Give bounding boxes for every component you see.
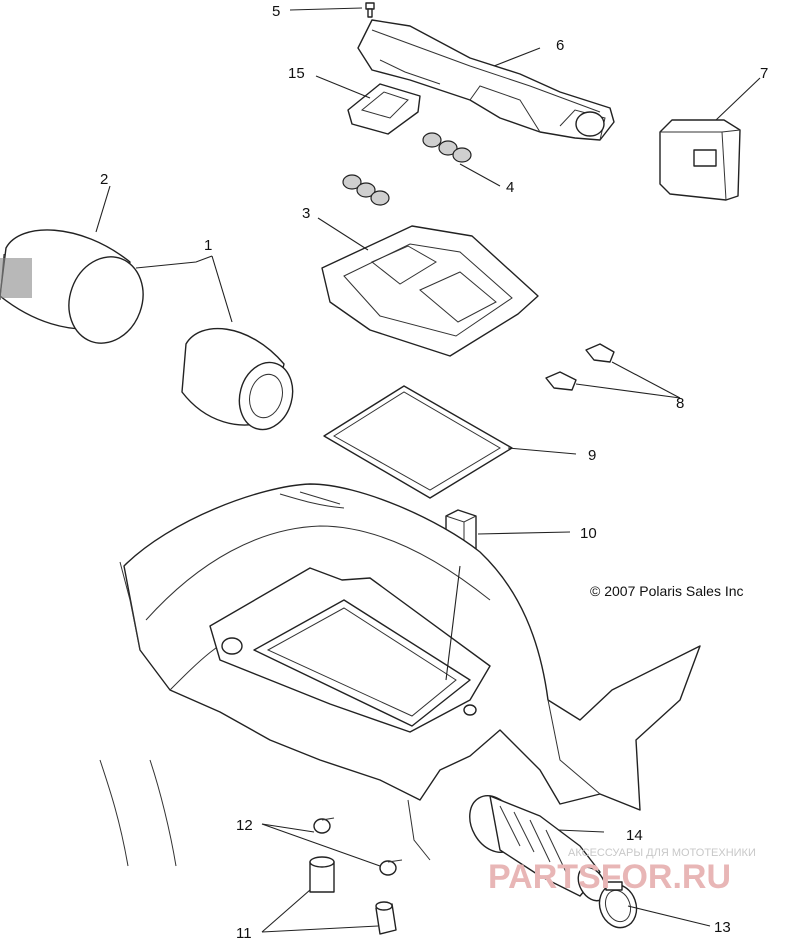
part-13-clamp bbox=[598, 881, 638, 929]
watermark-tagline: АКСЕССУАРЫ ДЛЯ МОТОТЕХНИКИ bbox=[568, 847, 756, 859]
part-12-clips bbox=[313, 817, 403, 876]
callout-3: 3 bbox=[302, 205, 310, 222]
part-4-grommets bbox=[342, 132, 472, 206]
part-14-boot bbox=[469, 795, 607, 902]
part-3-frame bbox=[321, 225, 539, 357]
part-6-intake-duct bbox=[357, 19, 615, 141]
callout-13: 13 bbox=[714, 919, 731, 936]
leader-lines bbox=[95, 7, 761, 933]
callout-4: 4 bbox=[506, 179, 514, 196]
part-15-plate bbox=[347, 83, 421, 135]
part-8-clips bbox=[545, 343, 615, 391]
part-2-outer-filter bbox=[0, 229, 144, 344]
watermark: АКСЕССУАРЫ ДЛЯ МОТОТЕХНИКИ PARTSFOR.RU bbox=[488, 847, 756, 896]
callout-8: 8 bbox=[676, 395, 684, 412]
callout-labels: 5 6 15 7 4 2 3 1 8 9 10 12 14 11 13 bbox=[100, 3, 768, 940]
callout-1: 1 bbox=[204, 237, 212, 254]
part-7-box bbox=[659, 119, 741, 201]
copyright-text: © 2007 Polaris Sales Inc bbox=[590, 583, 744, 599]
part-9-gasket bbox=[323, 385, 513, 499]
callout-7: 7 bbox=[760, 65, 768, 82]
callout-5: 5 bbox=[272, 3, 280, 20]
part-5-screw bbox=[365, 2, 375, 18]
callout-14: 14 bbox=[626, 827, 643, 844]
callout-15: 15 bbox=[288, 65, 305, 82]
housing-body bbox=[99, 483, 701, 867]
callout-2: 2 bbox=[100, 171, 108, 188]
part-11-fittings bbox=[309, 856, 397, 935]
callout-6: 6 bbox=[556, 37, 564, 54]
callout-12: 12 bbox=[236, 817, 253, 834]
part-1-inner-filter bbox=[181, 327, 294, 431]
filter-texture bbox=[0, 258, 32, 298]
callout-9: 9 bbox=[588, 447, 596, 464]
watermark-logo: PARTSFOR.RU bbox=[488, 858, 731, 896]
callout-10: 10 bbox=[580, 525, 597, 542]
callout-11: 11 bbox=[236, 925, 252, 940]
